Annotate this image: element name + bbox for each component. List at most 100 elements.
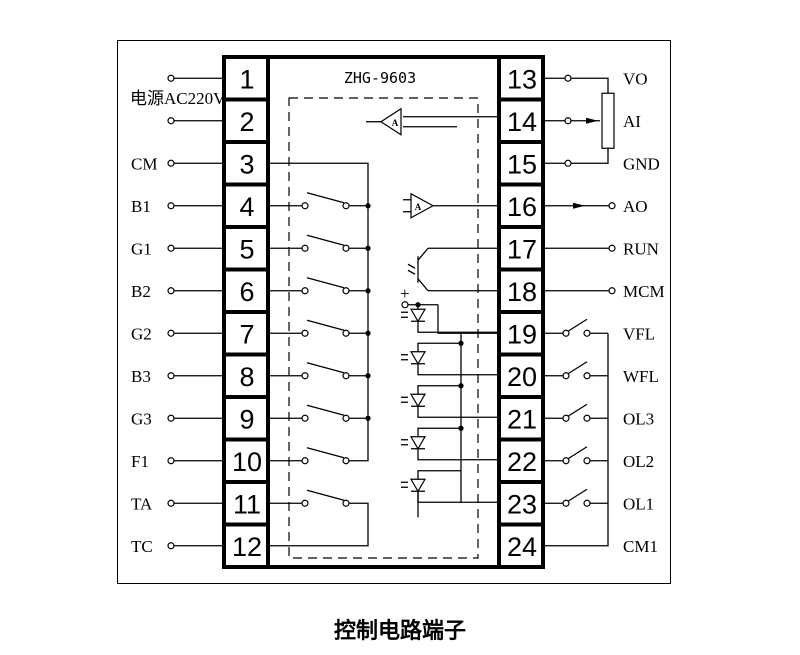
label-cm: CM	[131, 154, 157, 173]
switch-terminal-icon	[301, 202, 309, 210]
led-wire	[417, 406, 461, 418]
switch-terminal-icon	[342, 457, 350, 465]
led-wire	[417, 448, 461, 461]
switch-contact-icon	[306, 234, 345, 246]
label-g1: G1	[131, 239, 152, 258]
chip-model: ZHG-9603	[344, 69, 416, 87]
junction-dot	[458, 340, 464, 346]
pin19-wire	[437, 304, 499, 334]
switch-contact-icon	[567, 488, 588, 502]
switch-terminal-icon	[301, 414, 309, 422]
terminal-icon	[167, 457, 175, 465]
terminal-icon	[562, 457, 570, 465]
terminal-icon	[167, 499, 175, 507]
terminal-icon	[564, 159, 572, 167]
pin-number-24: 24	[507, 532, 537, 562]
light-arrow-icon	[407, 263, 416, 269]
pin-number-10: 10	[232, 447, 262, 477]
junction-dot	[365, 330, 371, 336]
terminal-icon	[583, 329, 591, 337]
led-wire	[417, 321, 461, 333]
switch-contact-icon	[306, 192, 345, 204]
terminal-icon	[167, 542, 175, 550]
led-wire	[417, 363, 461, 376]
switch-contact-icon	[306, 404, 345, 416]
pin-number-15: 15	[507, 149, 537, 179]
pin-number-12: 12	[232, 532, 262, 562]
label-ai: AI	[623, 112, 641, 131]
pot-top-wire	[571, 77, 609, 94]
led-wire	[417, 342, 461, 352]
pin-number-6: 6	[239, 277, 254, 307]
label-g3: G3	[131, 409, 152, 428]
label-g2: G2	[131, 324, 152, 343]
pot-bottom-wire	[571, 148, 609, 164]
switch-terminal-icon	[301, 244, 309, 252]
terminal-icon	[167, 329, 175, 337]
pin-number-1: 1	[239, 64, 254, 94]
switch-contact-icon	[567, 403, 588, 417]
pin-number-9: 9	[239, 404, 254, 434]
output-arrow-icon	[573, 202, 585, 209]
pin-number-13: 13	[507, 64, 537, 94]
pin-number-18: 18	[507, 277, 537, 307]
junction-dot	[458, 425, 464, 431]
label-vo: VO	[623, 69, 648, 88]
pin-number-16: 16	[507, 192, 537, 222]
pin-number-19: 19	[507, 319, 537, 349]
chip-body	[266, 55, 501, 569]
amplifier-triangle-icon	[379, 107, 402, 136]
emitter	[417, 278, 429, 292]
terminal-icon	[167, 159, 175, 167]
led-wire	[417, 470, 461, 480]
junction-dot	[458, 383, 464, 389]
terminal-icon	[562, 414, 570, 422]
cm1-common-bus	[543, 333, 609, 547]
switch-contact-icon	[567, 361, 588, 375]
label-mcm: MCM	[623, 282, 665, 301]
switch-terminal-icon	[342, 414, 350, 422]
switch-terminal-icon	[301, 457, 309, 465]
label-gnd: GND	[623, 154, 660, 173]
label-b1: B1	[131, 197, 151, 216]
junction-dot	[365, 245, 371, 251]
amplifier-triangle-icon	[410, 192, 435, 219]
led-diode-icon	[409, 308, 427, 323]
pin-number-4: 4	[239, 192, 254, 222]
terminal-icon	[562, 329, 570, 337]
internal-circuit: AA+	[268, 107, 499, 547]
junction-dot	[365, 288, 371, 294]
terminal-icon	[167, 244, 175, 252]
label-vfl: VFL	[623, 324, 655, 343]
label-cm1: CM1	[623, 537, 658, 556]
junction-dot	[365, 373, 371, 379]
switch-contact-icon	[567, 318, 588, 332]
switch-contact-icon	[306, 277, 345, 289]
switch-contact-icon	[306, 319, 345, 331]
led-diode-icon	[409, 478, 427, 493]
pin-number-21: 21	[507, 404, 537, 434]
label-tc: TC	[131, 537, 153, 556]
diagram-caption: 控制电路端子	[334, 618, 466, 644]
led-diode-icon	[409, 393, 427, 408]
switch-terminal-icon	[342, 372, 350, 380]
switch-terminal-icon	[342, 202, 350, 210]
terminal-icon	[583, 414, 591, 422]
terminal-icon	[608, 244, 616, 252]
collector	[417, 247, 429, 261]
label-ta: TA	[131, 494, 153, 513]
switch-terminal-icon	[342, 329, 350, 337]
pin-number-14: 14	[507, 107, 537, 137]
led-diode-icon	[409, 436, 427, 450]
label-run: RUN	[623, 239, 659, 258]
pin-number-8: 8	[239, 362, 254, 392]
switch-terminal-icon	[342, 244, 350, 252]
terminal-icon	[564, 117, 572, 125]
led-wire	[417, 385, 461, 395]
terminal-icon	[562, 499, 570, 507]
terminal-icon	[167, 202, 175, 210]
pin-number-7: 7	[239, 319, 254, 349]
switch-contact-icon	[306, 489, 345, 501]
